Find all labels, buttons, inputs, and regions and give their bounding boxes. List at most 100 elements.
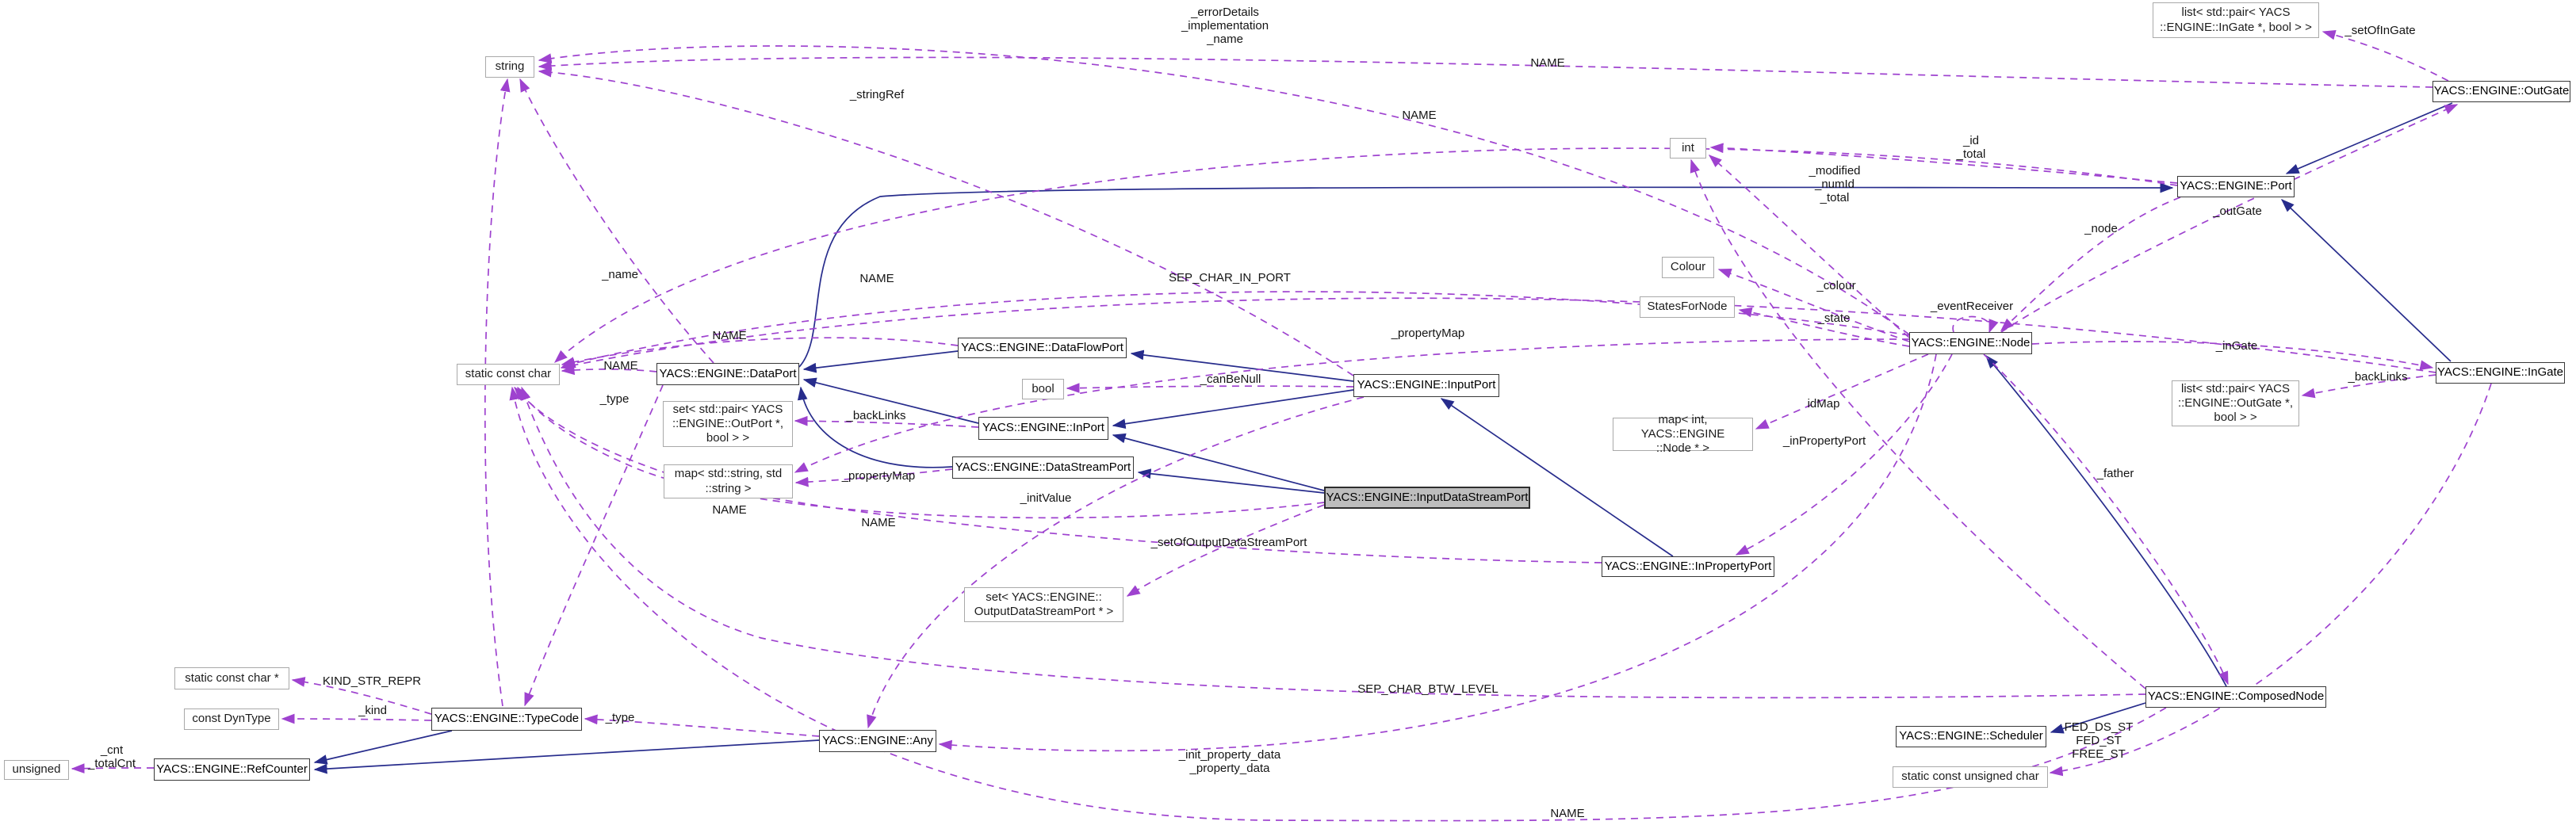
association-edge	[514, 386, 1602, 563]
edge-label: _initValue	[1020, 491, 1072, 505]
edge-label: NAME	[1530, 56, 1565, 70]
association-edge	[2049, 383, 2492, 777]
edge-label: KIND_STR_REPR	[322, 674, 422, 688]
node-inputdatastreamport: YACS::ENGINE::InputDataStreamPort	[1324, 487, 1530, 509]
association-edge	[1755, 353, 1929, 430]
association-edge	[291, 677, 432, 715]
association-edge	[521, 386, 2146, 699]
node-static-const-char: static const char	[457, 364, 560, 385]
association-edge	[2000, 104, 2459, 333]
association-edge	[524, 384, 664, 707]
inheritance-edge	[1130, 349, 1354, 382]
association-edge	[584, 714, 820, 737]
edge-label: _id _total	[1956, 134, 1986, 161]
inheritance-edge	[313, 730, 453, 765]
association-edge	[538, 67, 1354, 376]
association-edge	[1708, 155, 1910, 338]
edge-label: _propertyMap	[1391, 327, 1465, 340]
association-edge	[509, 386, 2167, 822]
edge-label: SEP_CHAR_IN_PORT	[1169, 271, 1291, 285]
node-typecode[interactable]: YACS::ENGINE::TypeCode	[431, 708, 582, 731]
edge-label: _kind	[358, 704, 387, 717]
edge-label: _type	[599, 392, 630, 406]
association-edge	[794, 468, 953, 487]
association-edge	[1690, 159, 2146, 689]
edge-label: NAME	[1550, 807, 1585, 820]
association-edge	[1738, 307, 1910, 347]
edge-label: NAME	[712, 503, 747, 517]
edge-label: NAME	[861, 516, 896, 529]
edge-label: NAME	[603, 359, 638, 372]
edge-label: _cnt _totalCnt	[87, 743, 136, 770]
association-edge	[938, 353, 1937, 752]
association-edge	[71, 763, 155, 773]
node-any[interactable]: YACS::ENGINE::Any	[819, 730, 936, 752]
association-edge	[1066, 383, 1354, 394]
inheritance-edge	[798, 182, 2174, 368]
edge-label: _setOfOutputDataStreamPort	[1150, 536, 1307, 549]
inheritance-edge	[802, 350, 959, 373]
inheritance-edge	[1985, 354, 2227, 687]
inheritance-edge	[1112, 433, 1325, 491]
edge-label: _type	[605, 711, 635, 724]
edge-label: _errorDetails _implementation _name	[1181, 6, 1269, 46]
inheritance-edge	[1112, 389, 1354, 430]
association-edge	[281, 713, 432, 724]
edge-label: _father	[2096, 467, 2134, 480]
edge-label: idMap	[1807, 397, 1840, 411]
node-dataflowport[interactable]: YACS::ENGINE::DataFlowPort	[958, 338, 1127, 358]
node-set-outputdatastreamport: set< YACS::ENGINE:: OutputDataStreamPort…	[964, 587, 1123, 622]
edge-label: _stringRef	[849, 88, 905, 101]
inheritance-edge	[313, 739, 820, 774]
node-ingate[interactable]: YACS::ENGINE::InGate	[2436, 362, 2565, 384]
node-refcounter[interactable]: YACS::ENGINE::RefCounter	[154, 758, 310, 781]
association-edge	[2000, 197, 2181, 331]
node-static-const-char-ptr: static const char *	[174, 667, 289, 689]
edge-label: _eventReceiver	[1930, 300, 2014, 313]
node-composednode[interactable]: YACS::ENGINE::ComposedNode	[2145, 686, 2326, 708]
association-edge	[519, 78, 714, 364]
node-int: int	[1670, 138, 1706, 159]
inheritance-edge	[1137, 468, 1325, 494]
node-inport[interactable]: YACS::ENGINE::InPort	[978, 417, 1108, 440]
association-edge	[2301, 374, 2436, 399]
association-edge	[561, 337, 959, 367]
edge-label: _modified _numId _total	[1809, 164, 1861, 204]
node-list-pair-outgate: list< std::pair< YACS ::ENGINE::OutGate …	[2172, 380, 2299, 426]
edge-label: _inGate	[2215, 339, 2258, 353]
node-set-pair-outport: set< std::pair< YACS ::ENGINE::OutPort *…	[663, 401, 793, 447]
node-scheduler[interactable]: YACS::ENGINE::Scheduler	[1896, 726, 2046, 747]
edge-label: _node	[2084, 222, 2118, 235]
node-inpropertyport[interactable]: YACS::ENGINE::InPropertyPort	[1602, 556, 1774, 577]
inheritance-edge	[1440, 398, 1674, 557]
association-edge	[1126, 504, 1325, 597]
edge-label: _setOfInGate	[2344, 24, 2416, 37]
node-node[interactable]: YACS::ENGINE::Node	[1909, 332, 2032, 354]
inheritance-edge	[2050, 702, 2146, 734]
node-map-string-string: map< std::string, std ::string >	[664, 464, 793, 498]
inheritance-edge	[2280, 199, 2452, 362]
node-static-const-unsigned-char: static const unsigned char	[1893, 766, 2048, 788]
edge-label: _colour	[1816, 279, 1856, 292]
node-outgate[interactable]: YACS::ENGINE::OutGate	[2432, 81, 2570, 102]
association-edge	[2031, 341, 2434, 371]
node-dataport[interactable]: YACS::ENGINE::DataPort	[656, 363, 799, 385]
node-unsigned: unsigned	[4, 760, 69, 780]
node-colour: Colour	[1662, 257, 1714, 278]
association-edge	[538, 45, 1910, 335]
association-edge	[484, 78, 511, 707]
association-edge	[1983, 353, 2229, 686]
edge-label: NAME	[859, 272, 894, 285]
association-edge	[2321, 29, 2449, 82]
edge-label: _init_property_data _property_data	[1178, 748, 1281, 775]
edge-label: _canBeNull	[1200, 372, 1261, 386]
inheritance-edge	[2285, 102, 2453, 174]
node-datastreamport[interactable]: YACS::ENGINE::DataStreamPort	[952, 456, 1134, 479]
edge-label: _name	[602, 268, 638, 281]
node-inputport[interactable]: YACS::ENGINE::InputPort	[1353, 374, 1499, 397]
association-edge	[1717, 269, 1910, 342]
edge-label: FED_DS_ST FED_ST FREE_ST	[2064, 720, 2134, 761]
node-port[interactable]: YACS::ENGINE::Port	[2177, 176, 2295, 197]
node-list-pair-ingate: list< std::pair< YACS ::ENGINE::InGate *…	[2153, 2, 2319, 38]
